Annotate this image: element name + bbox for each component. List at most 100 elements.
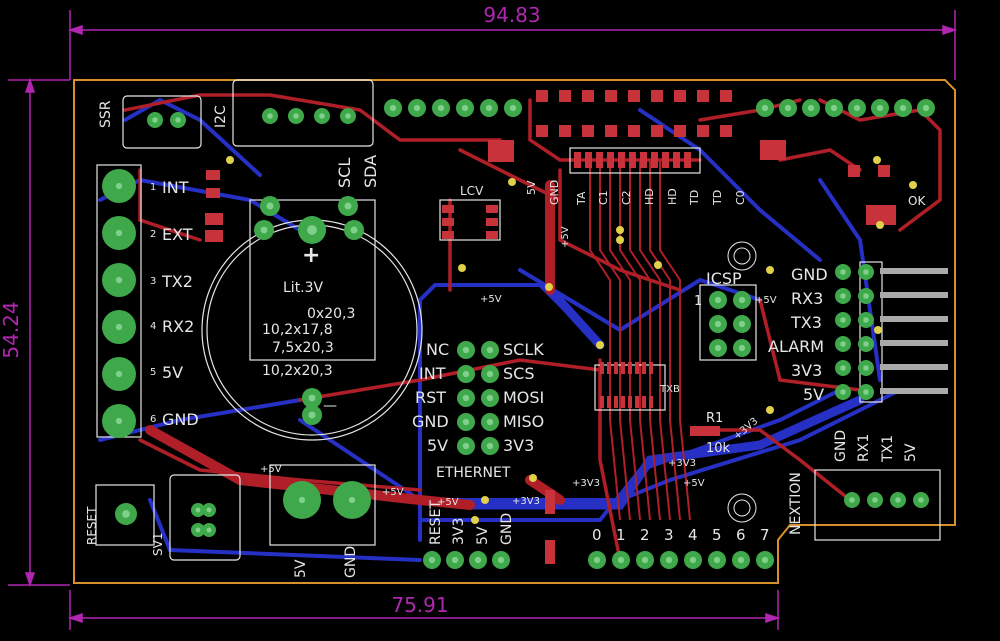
- ic-pad: [486, 205, 498, 213]
- dimension-width-top: 94.83: [483, 3, 540, 27]
- ethernet-left-label: GND: [412, 412, 449, 431]
- pad-drill: [784, 104, 792, 112]
- bottom-copper-thick: [465, 285, 865, 510]
- smd-pad: [628, 90, 640, 102]
- header-label: 5V: [525, 180, 538, 195]
- via: [766, 266, 774, 274]
- right-angle-header: [880, 268, 948, 394]
- ic-pin: [621, 396, 625, 408]
- pad-drill: [206, 507, 212, 513]
- smd-pad: [605, 90, 617, 102]
- via: [909, 181, 917, 189]
- pad-drill: [918, 497, 924, 503]
- label-sda: SDA: [361, 155, 380, 188]
- bottom-pin-label: GND: [499, 513, 515, 545]
- r1-value: 10k: [706, 441, 731, 456]
- ethernet-label: ETHERNET: [436, 465, 511, 481]
- digital-pin-label: 5: [712, 526, 722, 544]
- side-header-label: 5V: [803, 385, 824, 404]
- dimension-width-bottom: 75.91: [391, 593, 448, 617]
- pad-drill: [298, 496, 306, 504]
- digital-pin-label: 3: [664, 526, 674, 544]
- ic-pin: [635, 396, 639, 408]
- pad-drill: [497, 556, 505, 564]
- header-smd: [684, 152, 691, 168]
- ic-pin: [635, 362, 639, 374]
- nextion-pin-label: GND: [833, 430, 849, 462]
- header-label: HD: [666, 188, 679, 205]
- pad-drill: [462, 370, 470, 378]
- via: [226, 156, 234, 164]
- ethernet-left-label: RST: [415, 388, 446, 407]
- pad-drill: [462, 346, 470, 354]
- pad-drill: [486, 418, 494, 426]
- pad-drill: [714, 320, 722, 328]
- nextion-pin-label: RX1: [856, 434, 872, 462]
- header-label: TD: [711, 190, 724, 206]
- ic-pin: [607, 362, 611, 374]
- ic-pin: [614, 362, 618, 374]
- header-smd: [618, 152, 625, 168]
- net-label: +5V: [437, 497, 459, 508]
- pad-drill: [115, 370, 123, 378]
- terminal-num: 5: [150, 367, 156, 378]
- terminal-label: 5V: [162, 363, 183, 382]
- ethernet-right-label: SCLK: [503, 340, 544, 359]
- header-smd: [574, 152, 581, 168]
- header-label: C0: [734, 190, 747, 205]
- smd-array: [866, 205, 896, 225]
- ic-pad: [442, 231, 454, 239]
- smd-pad: [651, 90, 663, 102]
- smd-pad: [206, 188, 220, 198]
- via: [873, 156, 881, 164]
- pad-drill: [849, 497, 855, 503]
- battery-size: 7,5x20,3: [272, 340, 334, 356]
- pad-drill: [344, 202, 352, 210]
- header-smd: [607, 152, 614, 168]
- pad-drill: [413, 104, 421, 112]
- net-label: +3V3: [668, 458, 696, 469]
- side-header-label: TX3: [790, 313, 822, 332]
- pad-drill: [689, 556, 697, 564]
- bottom-pin-label: 5V: [475, 526, 491, 545]
- pad-drill: [474, 556, 482, 564]
- power-label: 5V: [293, 559, 309, 578]
- smd-pad: [720, 90, 732, 102]
- net-label: +5V: [382, 487, 404, 498]
- bus-traces: [589, 160, 691, 521]
- silkscreen: [95, 79, 941, 561]
- pad-drill: [863, 269, 869, 275]
- digital-pin-label: 1: [616, 526, 626, 544]
- pad-drill: [641, 556, 649, 564]
- nextion-pin-label: TX1: [880, 435, 896, 463]
- pad-drill: [308, 411, 316, 419]
- header-label: C1: [597, 190, 610, 205]
- capacitor: [545, 540, 555, 564]
- pad-drill: [348, 496, 356, 504]
- pad-drill: [389, 104, 397, 112]
- smd-pad: [651, 125, 663, 137]
- pad-drill: [840, 317, 846, 323]
- pad-drill: [863, 293, 869, 299]
- pad-drill: [509, 104, 517, 112]
- smd-pad: [605, 125, 617, 137]
- ethernet-right-label: 3V3: [503, 436, 534, 455]
- via: [508, 178, 516, 186]
- pad-drill: [665, 556, 673, 564]
- pad-drill: [872, 497, 878, 503]
- via: [766, 406, 774, 414]
- digital-pin-label: 7: [760, 526, 770, 544]
- pad-drill: [486, 394, 494, 402]
- pad-drill: [152, 117, 158, 123]
- bottom-pin-label: 3V3: [451, 518, 467, 545]
- net-label: +5V: [683, 478, 705, 489]
- pad-drill: [175, 117, 181, 123]
- ic-pin: [649, 396, 653, 408]
- pad-drill: [195, 527, 201, 533]
- bottom-pin-label: RESET: [428, 500, 444, 545]
- smd-pad: [206, 170, 220, 180]
- resistor: [205, 230, 223, 242]
- pad-drill: [428, 556, 436, 564]
- ethernet-left-label: 5V: [427, 436, 448, 455]
